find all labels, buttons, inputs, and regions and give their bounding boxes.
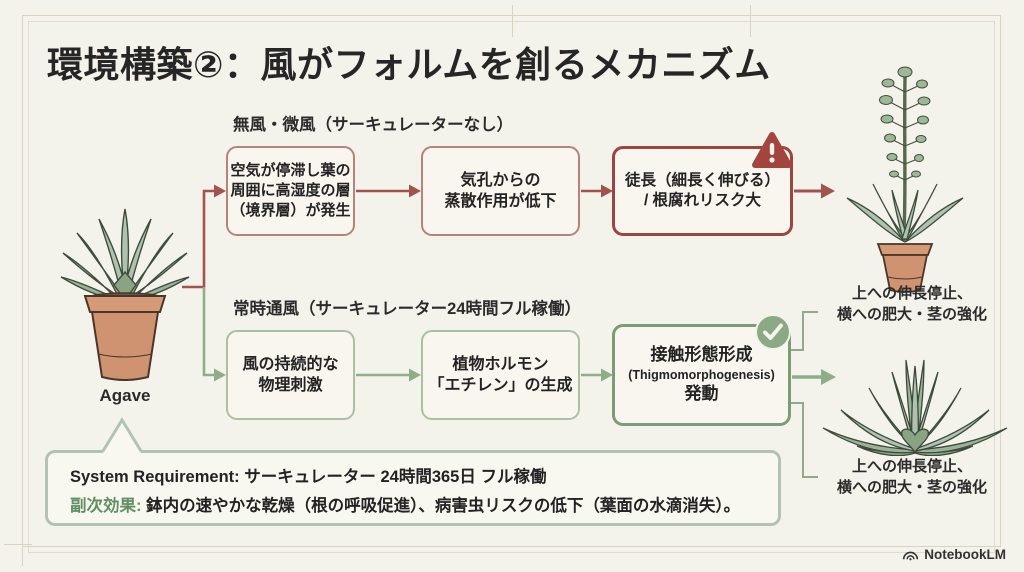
- system-requirement-callout: System Requirement: サーキュレーター 24時間365日 フル…: [45, 450, 781, 526]
- system-requirement-line: System Requirement: サーキュレーター 24時間365日 フル…: [70, 468, 547, 486]
- agave-illustration: [60, 208, 190, 381]
- no-wind-box-transpiration: 気孔からの 蒸散作用が低下: [421, 146, 580, 236]
- callout-tail: [101, 417, 143, 453]
- branding-text: NotebookLM: [924, 547, 1006, 562]
- page-title: 環境構築②：風がフォルムを創るメカニズム: [47, 44, 771, 85]
- outcome-label-bottom: 上への伸長停止、 横への肥大・茎の強化: [836, 458, 987, 497]
- frame-tick: [512, 5, 513, 37]
- inner-frame: [28, 21, 995, 553]
- no-wind-box-boundary-layer: 空気が停滞し葉の 周囲に高湿度の層 （境界層）が発生: [226, 146, 355, 236]
- wind-box-thigmomorphogenesis: 接触形態形成 (Thigmomorphogenesis) 発動: [612, 324, 791, 426]
- frame-tick: [22, 540, 23, 566]
- constant-wind-heading: 常時通風（サーキュレーター24時間フル稼働）: [233, 300, 582, 318]
- warning-icon: [752, 132, 792, 168]
- no-wind-heading: 無風・微風（サーキュレーターなし）: [233, 116, 514, 134]
- frame-tick: [750, 5, 751, 37]
- outcome-label-top: 上への伸長停止、 横への肥大・茎の強化: [836, 285, 987, 324]
- wind-box-ethylene: 植物ホルモン 「エチレン」の生成: [421, 330, 580, 420]
- compact-plant-illustration: [822, 359, 1008, 456]
- wind-box-physical-stimulus: 風の持続的な 物理刺激: [226, 330, 355, 420]
- side-effect-line: 副次効果: 鉢内の速やかな乾燥（根の呼吸促進）、病害虫リスクの低下（葉面の水滴消…: [70, 496, 741, 515]
- etiolated-plant-illustration: [846, 66, 964, 293]
- check-icon: [755, 314, 791, 350]
- outer-frame: [22, 15, 1001, 547]
- notebooklm-icon: [903, 551, 919, 561]
- agave-caption: Agave: [99, 386, 151, 405]
- frame-tick: [4, 544, 32, 545]
- branding: NotebookLM: [0, 547, 1006, 562]
